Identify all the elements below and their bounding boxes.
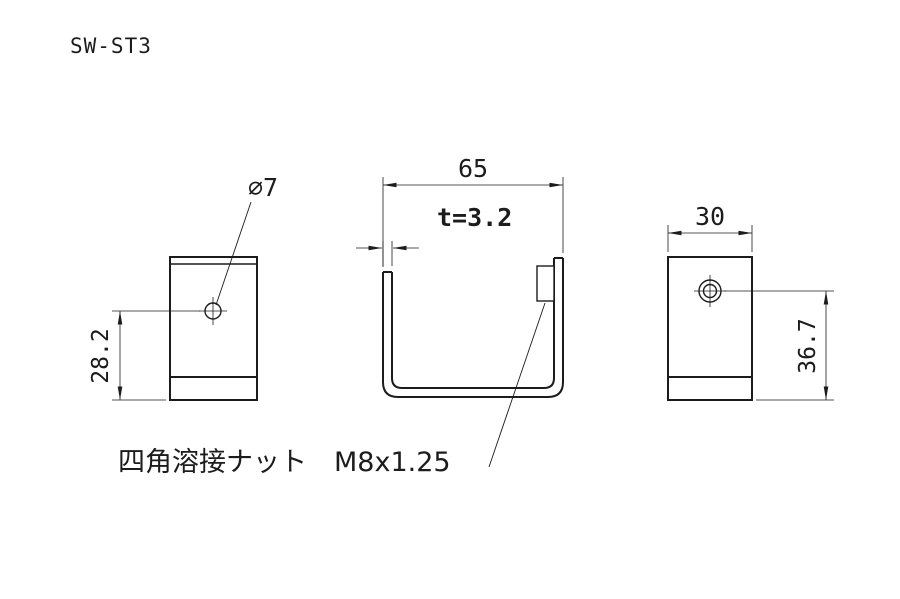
hole-leader-line bbox=[215, 201, 252, 306]
part-number: SW-ST3 bbox=[70, 34, 152, 58]
channel-inner-contour bbox=[391, 258, 555, 389]
weld-nut bbox=[536, 265, 555, 302]
weld-nut-note: 四角溶接ナット M8x1.25 bbox=[118, 447, 451, 478]
weld-nut-leader-line bbox=[488, 302, 546, 468]
left-view: ∅7 28.2 bbox=[88, 173, 278, 401]
left-view-outline bbox=[169, 256, 258, 401]
dim-thickness: t=3.2 bbox=[437, 203, 512, 232]
dim-depth: 30 bbox=[695, 202, 725, 231]
right-view-outline bbox=[667, 256, 753, 401]
dim-side-height: 36.7 bbox=[795, 318, 821, 373]
dim-flange-height: 28.2 bbox=[88, 328, 114, 383]
front-view: 65 t=3.2 bbox=[356, 154, 564, 468]
right-view: 30 36.7 bbox=[667, 202, 834, 401]
channel-outer-contour bbox=[382, 258, 564, 398]
dim-hole-diameter: ∅7 bbox=[248, 173, 278, 202]
dim-overall-width: 65 bbox=[458, 154, 488, 183]
